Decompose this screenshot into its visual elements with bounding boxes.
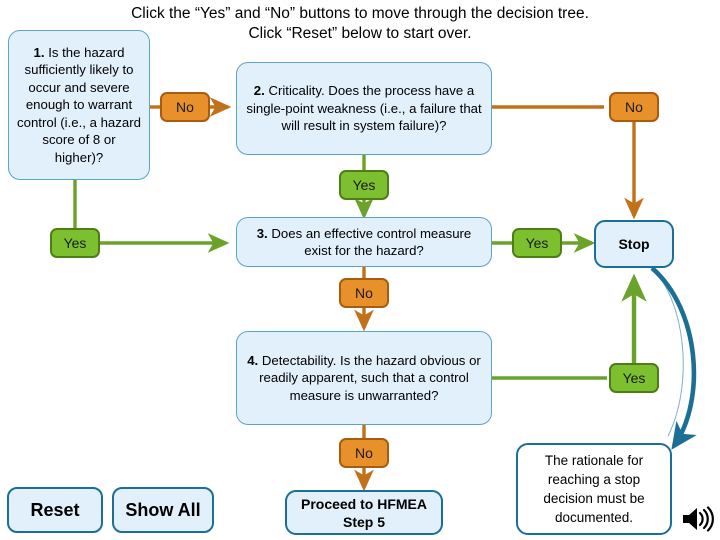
decision-q2-no[interactable]: No	[609, 92, 659, 122]
decision-q1-no[interactable]: No	[160, 92, 210, 122]
instruction-line-2: Click “Reset” below to start over.	[248, 25, 472, 42]
show-all-button[interactable]: Show All	[112, 487, 214, 533]
reset-button[interactable]: Reset	[7, 487, 103, 533]
instruction-line-1: Click the “Yes” and “No” buttons to move…	[131, 5, 589, 22]
stop-box[interactable]: Stop	[594, 220, 674, 268]
decision-q3-no[interactable]: No	[339, 278, 389, 308]
question-4-number: 4.	[247, 352, 259, 368]
question-4-text: Detectability. Is the hazard obvious or …	[258, 352, 481, 403]
question-box-4[interactable]: 4. Detectability. Is the hazard obvious …	[236, 331, 492, 425]
question-3-text: Does an effective control measure exist …	[267, 225, 472, 259]
decision-q1-yes[interactable]: Yes	[50, 228, 100, 258]
question-2-text: Criticality. Does the process have a sin…	[246, 83, 482, 134]
question-box-1[interactable]: 1. Is the hazard sufficiently likely to …	[8, 30, 150, 180]
question-box-2[interactable]: 2. Criticality. Does the process have a …	[236, 62, 492, 155]
question-2-number: 2.	[253, 83, 265, 99]
question-1-number: 1.	[33, 44, 45, 60]
proceed-box[interactable]: Proceed to HFMEA Step 5	[285, 490, 443, 535]
rationale-callout: The rationale for reaching a stop decisi…	[516, 443, 672, 535]
question-3-number: 3.	[256, 225, 268, 241]
question-1-text: Is the hazard sufficiently likely to occ…	[17, 44, 141, 165]
decision-q4-yes[interactable]: Yes	[609, 363, 659, 393]
decision-q3-yes[interactable]: Yes	[512, 228, 562, 258]
page-instructions: Click the “Yes” and “No” buttons to move…	[60, 4, 660, 44]
decision-q2-yes[interactable]: Yes	[339, 170, 389, 200]
question-box-3[interactable]: 3. Does an effective control measure exi…	[236, 217, 492, 267]
decision-q4-no[interactable]: No	[339, 438, 389, 468]
speaker-icon[interactable]	[680, 504, 714, 534]
